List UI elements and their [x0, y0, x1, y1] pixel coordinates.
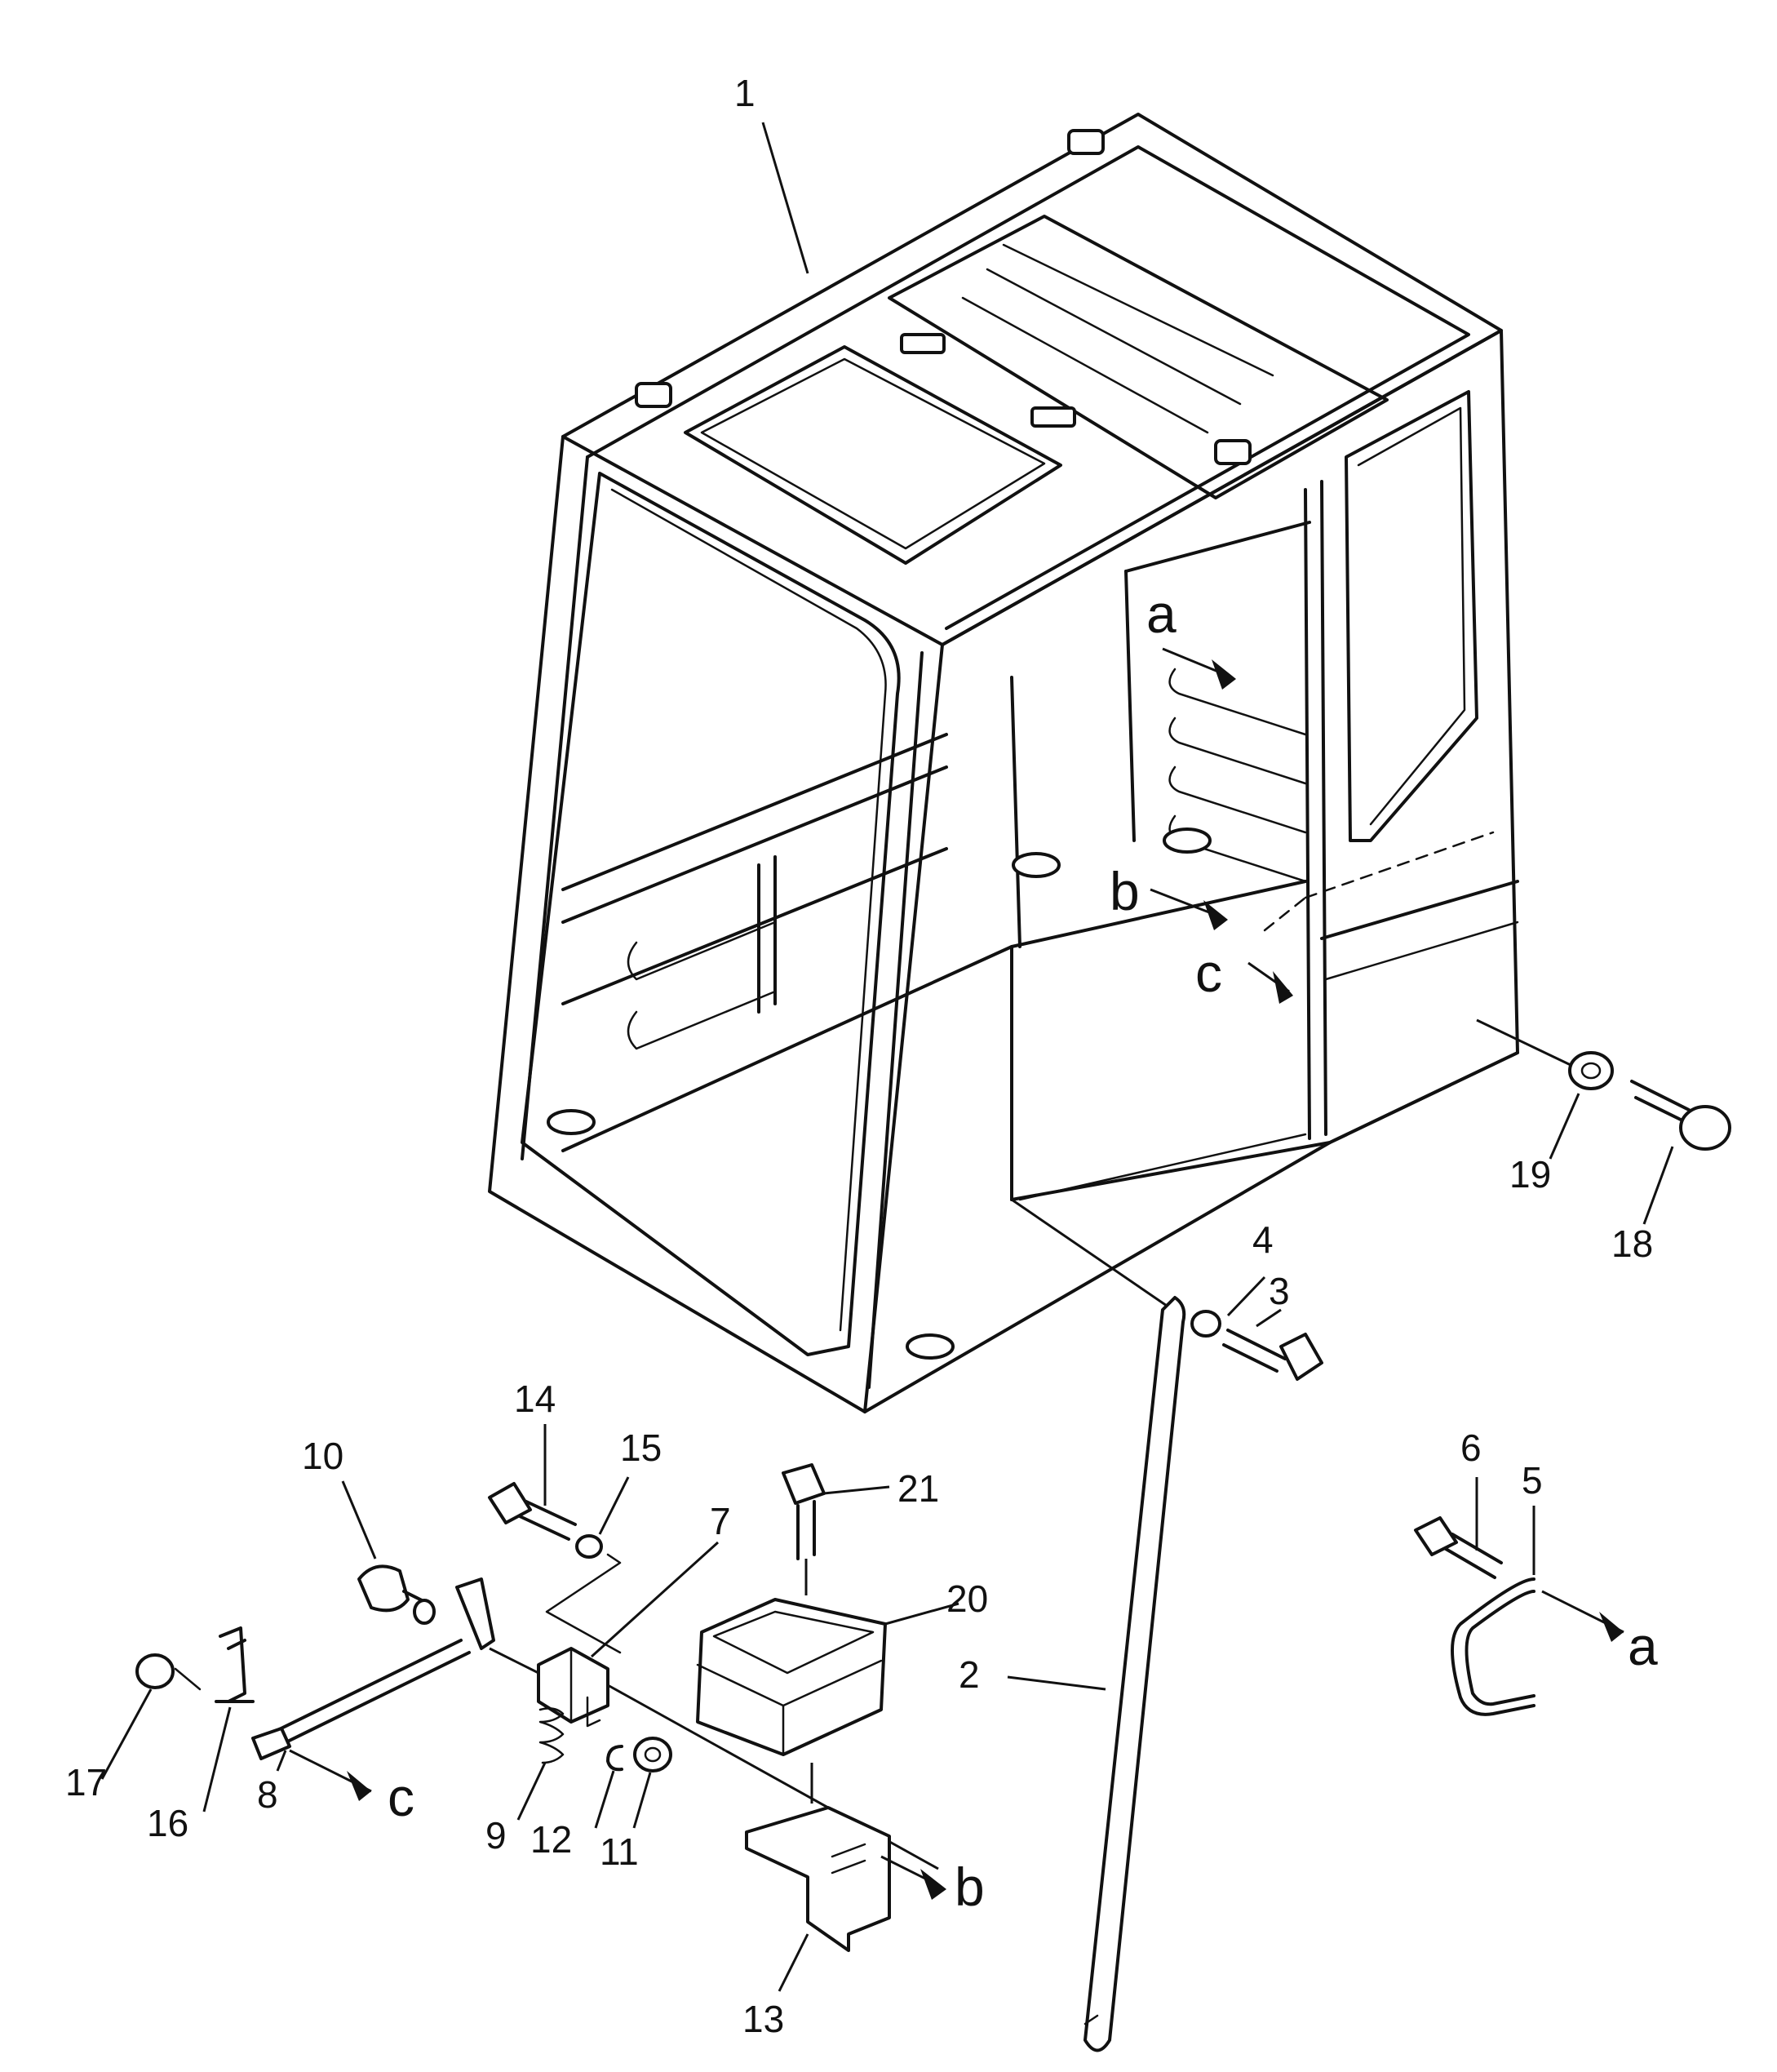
marker-c-cab: c — [1195, 943, 1222, 1003]
nut-11 — [633, 1737, 672, 1773]
nut-17 — [135, 1653, 202, 1691]
callout-14: 14 — [514, 1378, 556, 1420]
marker-c-part: c — [388, 1767, 414, 1827]
callout-leaders — [100, 122, 1674, 1992]
callout-1: 1 — [734, 72, 756, 114]
callout-3: 3 — [1269, 1270, 1290, 1312]
bolt-18 — [1630, 1080, 1731, 1151]
support-rod-2 — [1011, 1198, 1186, 2052]
plate-13 — [745, 1806, 946, 1952]
callout-8: 8 — [257, 1773, 278, 1816]
callout-4: 4 — [1252, 1218, 1274, 1261]
callout-18: 18 — [1611, 1222, 1653, 1265]
fitting-10 — [357, 1564, 436, 1625]
callout-16: 16 — [147, 1802, 188, 1844]
arrow-a-cab — [1162, 647, 1236, 690]
callout-10: 10 — [302, 1435, 343, 1477]
marker-a-cab: a — [1146, 583, 1177, 644]
callout-9: 9 — [485, 1814, 507, 1857]
callout-2: 2 — [959, 1653, 980, 1696]
clip-16 — [215, 1626, 255, 1703]
washer-4 — [1190, 1310, 1221, 1338]
lever-8 — [251, 1577, 539, 1801]
nut-19 — [1476, 1018, 1614, 1090]
bolt-21 — [782, 1463, 826, 1595]
callout-11: 11 — [600, 1830, 639, 1873]
tray-20 — [696, 1598, 887, 1804]
callout-20: 20 — [946, 1577, 988, 1620]
marker-a-part: a — [1628, 1616, 1658, 1676]
marker-b-part: b — [955, 1857, 985, 1917]
clip-12 — [606, 1745, 623, 1772]
bolt-14 — [488, 1482, 577, 1541]
callout-13: 13 — [742, 1998, 784, 2040]
marker-b-cab: b — [1110, 861, 1140, 921]
callout-21: 21 — [897, 1467, 939, 1510]
cab-frame — [488, 113, 1519, 1413]
callout-5: 5 — [1522, 1459, 1543, 1502]
bolt-3 — [1222, 1329, 1323, 1381]
callout-7: 7 — [710, 1500, 731, 1542]
callout-17: 17 — [65, 1761, 107, 1804]
view-markers: a b c a b c — [388, 583, 1658, 1917]
arrow-b-cab — [1150, 888, 1228, 930]
arrow-c-cab — [1247, 961, 1293, 1004]
callout-6: 6 — [1460, 1426, 1482, 1469]
handle-5 — [1451, 1577, 1624, 1716]
callout-19: 19 — [1509, 1153, 1551, 1196]
callout-labels: 1 2 3 4 5 6 7 8 9 10 11 12 13 14 15 16 1… — [65, 72, 1653, 2040]
callout-15: 15 — [620, 1426, 662, 1469]
callout-12: 12 — [530, 1818, 572, 1861]
washer-15 — [545, 1534, 622, 1654]
spring-9 — [538, 1707, 565, 1764]
bolt-6 — [1414, 1516, 1503, 1579]
